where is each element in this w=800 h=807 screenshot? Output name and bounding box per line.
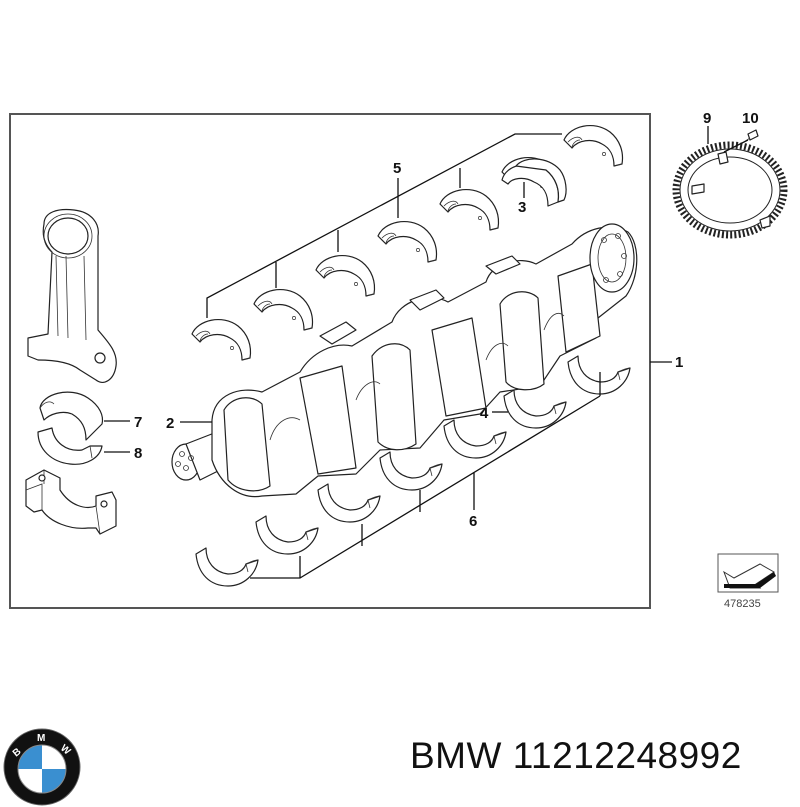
leader-line-5 [206,133,562,318]
thrust-bearing-illustration [501,158,567,207]
bmw-logo: B M W [3,728,81,806]
callout-1: 1 [675,354,683,371]
callout-2: 2 [166,415,174,432]
leader-line-6 [250,372,601,579]
callout-6: 6 [469,513,477,530]
crankshaft-illustration [171,223,638,498]
callout-3: 3 [518,199,526,216]
svg-text:M: M [37,733,45,744]
callout-5: 5 [393,160,401,177]
conrod-bearing-shells-illustration [37,391,104,465]
bearing-cap-illustration [25,469,117,535]
callout-7: 7 [134,414,142,431]
leader-line-10 [723,139,749,153]
connecting-rod-illustration [27,208,117,383]
callout-4: 4 [480,405,489,422]
view-direction-icon [717,553,779,593]
callout-8: 8 [134,445,142,462]
diagram-reference-number: 478235 [724,598,761,610]
callout-10: 10 [742,110,759,127]
ring-gear-illustration [672,129,788,239]
callout-9: 9 [703,110,711,127]
caption-part-number: 11212248992 [512,735,742,776]
diagram-frame [9,113,651,609]
part-caption: BMW 11212248992 [410,735,742,777]
caption-brand: BMW [410,735,502,776]
